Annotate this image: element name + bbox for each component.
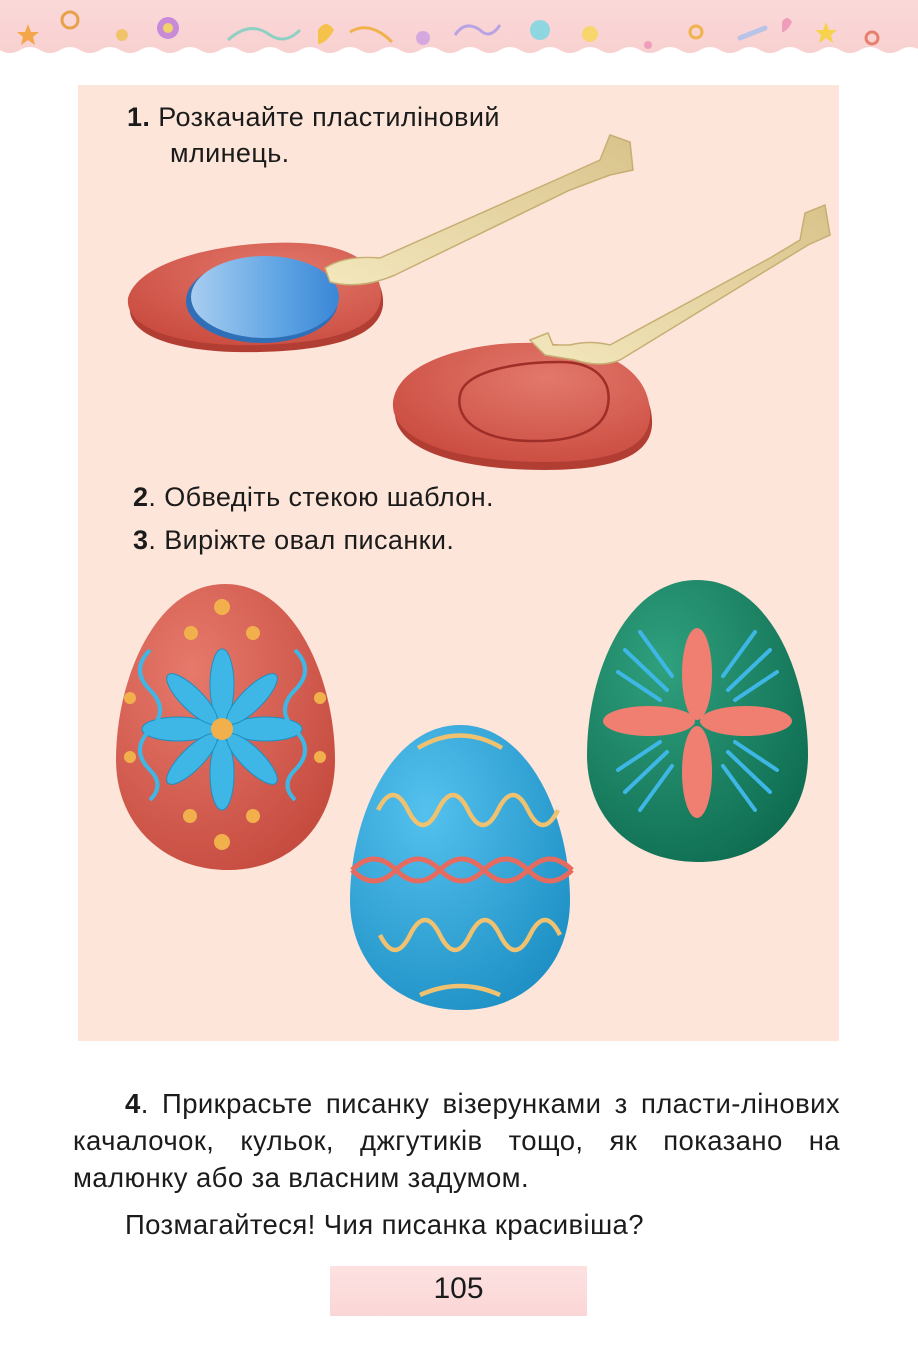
- step-1-text-line1: Розкачайте пластиліновий: [158, 102, 500, 132]
- border-ornaments: [0, 10, 918, 62]
- page-number: 105: [433, 1272, 484, 1305]
- flower-icon: [416, 31, 430, 45]
- sun-icon: [60, 10, 80, 30]
- swirl-icon: [349, 26, 394, 44]
- sun-icon: [688, 24, 704, 40]
- heart-icon: [318, 24, 334, 44]
- green-easter-egg: [587, 580, 808, 862]
- dot-icon: [644, 41, 652, 49]
- step-3-number: 3: [133, 525, 149, 555]
- step-3-text: . Виріжте овал писанки.: [148, 525, 455, 555]
- flower-icon: [530, 20, 550, 40]
- top-decorative-border: [0, 0, 918, 62]
- modeling-stack-tool-2: [528, 203, 831, 365]
- flower-icon: [157, 17, 179, 39]
- dot-icon: [864, 30, 880, 46]
- step-2: 2. Обведіть стекою шаблон.: [133, 480, 494, 516]
- step-4-paragraph: 4. Прикрасьте писанку візерунками з плас…: [73, 1085, 840, 1196]
- blue-easter-egg: [350, 725, 574, 1010]
- modeling-stack-tool-1: [324, 134, 634, 286]
- red-easter-egg: [116, 584, 335, 870]
- closing-question: Позмагайтеся! Чия писанка красивіша?: [125, 1209, 644, 1240]
- clay-pancake-outlined: [392, 342, 653, 470]
- step-1-text-line2: млинець.: [170, 137, 290, 168]
- swirl-icon: [453, 24, 502, 36]
- dot-icon: [116, 29, 128, 41]
- heart-icon: [782, 18, 792, 32]
- step-4-number: 4: [125, 1088, 141, 1119]
- swirl-icon: [737, 25, 768, 41]
- step-1-number: 1.: [127, 102, 151, 132]
- star-icon: [17, 24, 39, 45]
- swirl-icon: [226, 27, 302, 42]
- step-3: 3. Виріжте овал писанки.: [133, 523, 454, 559]
- flower-icon: [582, 26, 598, 42]
- footer-decorative-band: [330, 1266, 587, 1316]
- step-2-text: . Обведіть стекою шаблон.: [148, 482, 494, 512]
- step-2-number: 2: [133, 482, 149, 512]
- step-4-text: . Прикрасьте писанку візерунками з пласт…: [73, 1088, 840, 1194]
- star-icon: [815, 22, 837, 43]
- clay-pancake-with-template: [127, 242, 384, 353]
- step-1: 1. Розкачайте пластиліновий млинець.: [127, 100, 500, 172]
